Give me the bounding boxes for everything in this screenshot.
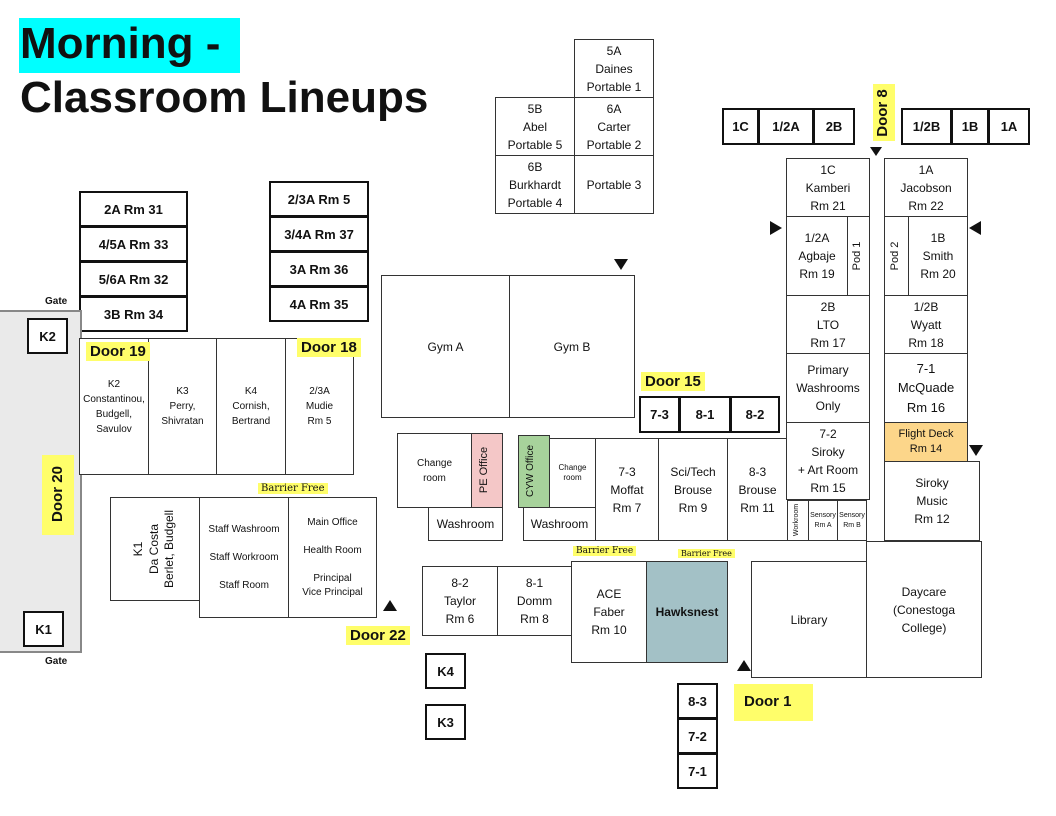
lineup-4-5a-rm33: 4/5A Rm 33 [79,226,188,262]
room-k1-label: K1 Da Costa Berlet, Budgell [131,509,177,589]
pe-office [471,433,503,508]
lineup-k4: K4 [425,653,466,689]
page-title-line2: Classroom Lineups [20,73,429,122]
gym-b: Gym B [509,275,635,418]
room-8-1: 8-1 Domm Rm 8 [497,566,572,636]
portable-1: 5A Daines Portable 1 [574,39,654,98]
room-7-3: 7-3 Moffat Rm 7 [595,438,659,541]
washroom-1: Washroom [428,507,503,541]
room-k3: K3 Perry, Shivratan [148,338,217,475]
lineup-k3: K3 [425,704,466,740]
gym-a: Gym A [381,275,510,418]
lineup-1-2b: 1/2B [901,108,952,145]
door-8-label: Door 8 [874,89,891,137]
arrow-right-icon [770,221,782,235]
library: Library [751,561,867,678]
lineup-2b: 2B [813,108,855,145]
lineup-7-2: 7-2 [677,718,718,754]
change-room-1: Change room [397,433,472,508]
main-office: Main Office Health Room Principal Vice P… [288,497,377,618]
arrow-down-icon [614,259,628,270]
lineup-4a-rm35: 4A Rm 35 [269,286,369,322]
lineup-2-3a-rm5: 2/3A Rm 5 [269,181,369,217]
lineup-8-3: 8-3 [677,683,718,719]
room-2-3a: 2/3A Mudie Rm 5 [285,338,354,475]
room-7-1: 7-1 McQuade Rm 16 [884,353,968,423]
room-k4: K4 Cornish, Bertrand [216,338,286,475]
room-1b: 1B Smith Rm 20 [908,216,968,296]
room-2b: 2B LTO Rm 17 [786,295,870,354]
door-20 [42,455,74,535]
staff-rooms: Staff Washroom Staff Workroom Staff Room [199,497,289,618]
room-1c: 1C Kamberi Rm 21 [786,158,870,217]
lineup-5-6a-rm32: 5/6A Rm 32 [79,261,188,297]
pod-2-label: Pod 2 [889,241,901,271]
gate-top: Gate [45,296,68,307]
room-7-2: 7-2 Siroky + Art Room Rm 15 [786,422,870,500]
room-music: Siroky Music Rm 12 [884,461,980,541]
lineup-1b: 1B [951,108,989,145]
hawksnest: Hawksnest [646,561,728,663]
barrier-free-label-1: Barrier Free [258,483,328,494]
lineup-k1: K1 [23,611,64,647]
page-title-line1: Morning - [20,19,221,68]
daycare: Daycare (Conestoga College) [866,541,982,678]
lineup-1-2a: 1/2A [758,108,814,145]
room-8-3: 8-3 Brouse Rm 11 [727,438,788,541]
lineup-7-3: 7-3 [639,396,680,433]
washroom-2: Washroom [523,507,596,541]
lineup-2a-rm31: 2A Rm 31 [79,191,188,227]
lineup-8-2: 8-2 [730,396,780,433]
pod-1-label: Pod 1 [851,241,863,271]
door-8 [873,84,895,141]
pe-office-label: PE Office [478,446,490,494]
lineup-k2: K2 [27,318,68,354]
door-18: Door 18 [297,338,361,357]
cyw-office-label: CYW Office [525,444,536,498]
gate-bottom: Gate [45,656,68,667]
sensory-room-b: Sensory Rm B [837,500,867,541]
door-1-label: Door 1 [744,693,792,710]
arrow-up-icon [383,600,397,611]
room-ace: ACE Faber Rm 10 [571,561,647,663]
portable-4: 6B Burkhardt Portable 4 [495,155,575,214]
barrier-free-label-2: Barrier Free [573,546,637,556]
arrow-up-icon [737,660,751,671]
door-20-label: Door 20 [49,466,66,522]
room-sci-tech: Sci/Tech Brouse Rm 9 [658,438,728,541]
workroom-label: Workroom [793,503,800,537]
room-8-2: 8-2 Taylor Rm 6 [422,566,498,636]
corridor-wall [110,497,200,601]
lineup-3-4a-rm37: 3/4A Rm 37 [269,216,369,252]
room-1-2a: 1/2A Agbaje Rm 19 [786,216,848,296]
portable-2: 6A Carter Portable 2 [574,97,654,156]
change-room-2: Change room [549,438,596,508]
lineup-1c: 1C [722,108,759,145]
door-15: Door 15 [641,372,705,391]
portable-5: 5B Abel Portable 5 [495,97,575,156]
arrow-left-icon [969,221,981,235]
door-1 [734,684,813,721]
door-22: Door 22 [346,626,410,645]
lineup-3a-rm36: 3A Rm 36 [269,251,369,287]
room-1-2b: 1/2B Wyatt Rm 18 [884,295,968,354]
barrier-free-label-3: Barrier Free [678,549,735,558]
lineup-1a: 1A [988,108,1030,145]
flight-deck: Flight Deck Rm 14 [884,422,968,462]
lineup-8-1: 8-1 [679,396,731,433]
title-highlight [19,18,240,73]
lineup-7-1: 7-1 [677,753,718,789]
portable-3: Portable 3 [574,155,654,214]
lineup-3b-rm34: 3B Rm 34 [79,296,188,332]
primary-washrooms: Primary Washrooms Only [786,353,870,423]
room-1a: 1A Jacobson Rm 22 [884,158,968,217]
arrow-down-icon [870,147,882,156]
sensory-room-a: Sensory Rm A [808,500,838,541]
door-19: Door 19 [86,342,150,361]
arrow-down-icon [969,445,983,456]
